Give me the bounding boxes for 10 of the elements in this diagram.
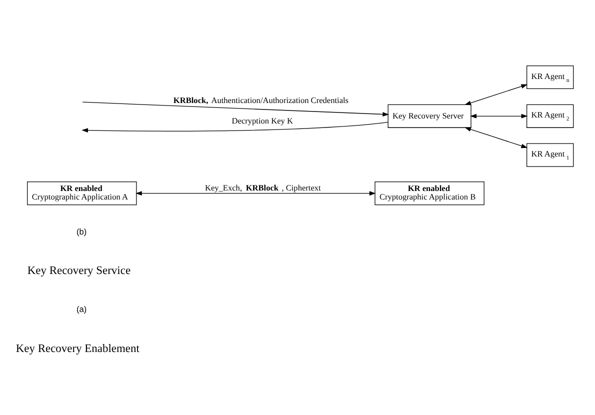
arrow <box>82 121 388 132</box>
arrow <box>470 113 528 118</box>
label: Key Recovery Service <box>27 264 131 276</box>
label: (a) <box>76 304 87 314</box>
arrow <box>464 84 528 105</box>
arrow <box>82 101 390 116</box>
arrow <box>464 126 528 148</box>
arrow <box>136 190 376 196</box>
label: (b) <box>76 226 87 236</box>
label: Key Recovery Enablement <box>16 342 140 354</box>
